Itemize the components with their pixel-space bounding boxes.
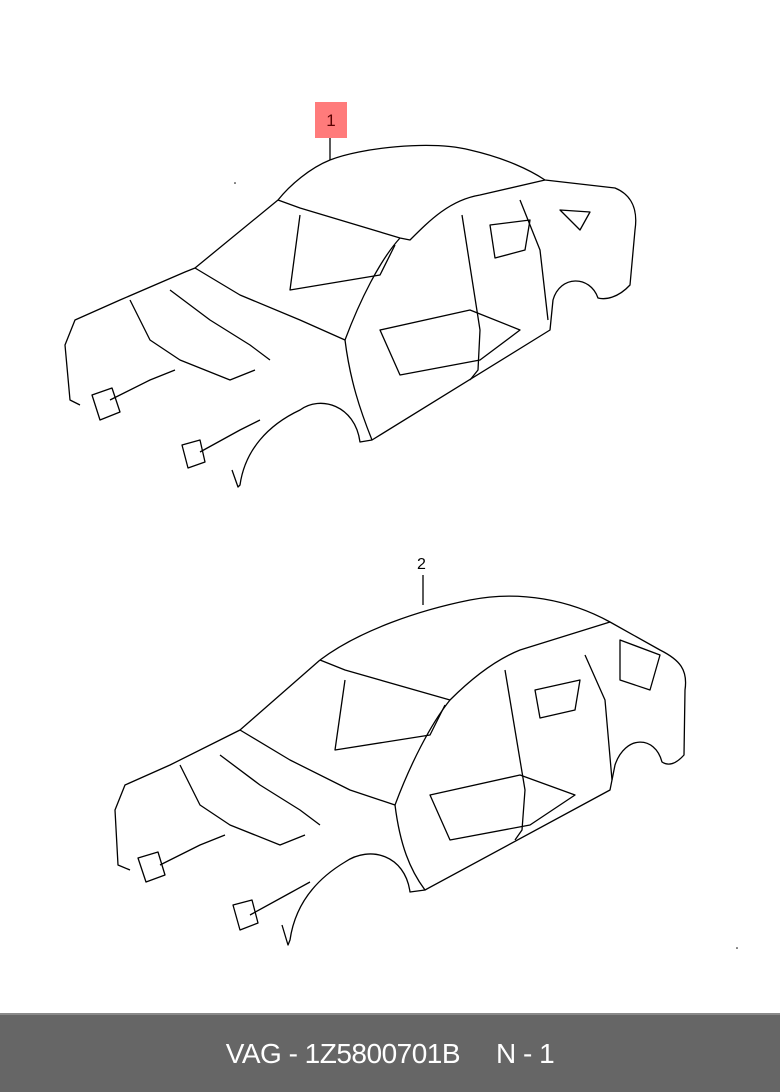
callout-1-highlighted[interactable]: 1 — [315, 102, 347, 138]
speck — [736, 947, 738, 949]
position-label: N - 1 — [496, 1037, 555, 1069]
wagon-body-shell — [114, 575, 687, 946]
parts-diagram — [64, 138, 738, 949]
speck — [234, 182, 236, 184]
footer-bar: VAG - 1Z5800701B N - 1 — [0, 1013, 780, 1092]
sedan-body-shell — [64, 138, 637, 488]
callout-2[interactable]: 2 — [417, 556, 426, 573]
brand-part-number: VAG - 1Z5800701B — [225, 1037, 461, 1069]
